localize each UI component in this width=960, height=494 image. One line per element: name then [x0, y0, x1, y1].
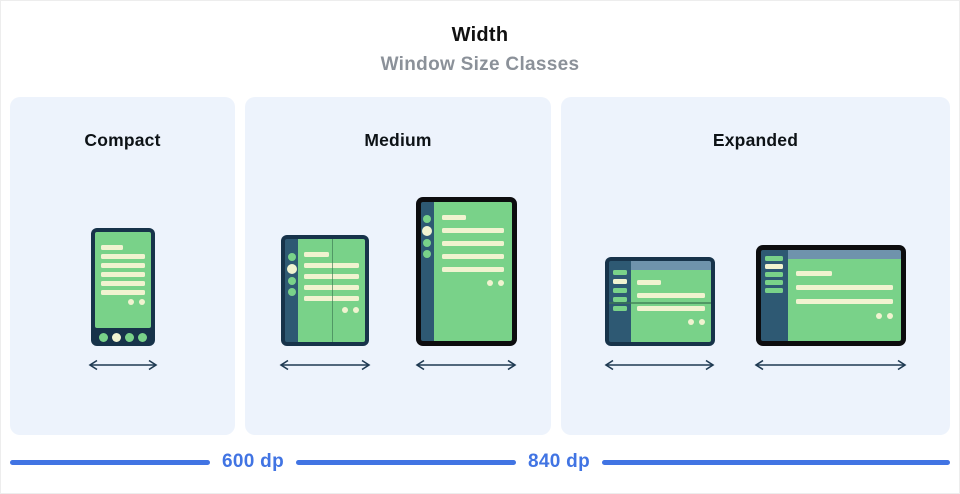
device-block-foldable-portrait [278, 235, 372, 371]
panel-medium-title: Medium [364, 130, 432, 150]
diagram-title: Width [451, 24, 509, 46]
diagram-header: Width Window Size Classes [0, 0, 960, 76]
nav-rail [285, 239, 298, 342]
menu-bar-icon [612, 288, 627, 293]
skeleton-line [441, 228, 504, 233]
tablet-landscape-device [755, 245, 906, 346]
skeleton-action-dots [796, 313, 893, 319]
menu-bar-icon [612, 270, 627, 275]
rail-dot-icon [423, 215, 431, 223]
menu-bar-icon [765, 272, 783, 277]
width-arrow-icon [279, 359, 371, 371]
skeleton-line [100, 263, 145, 268]
skeleton-line [100, 281, 145, 286]
diagram-subtitle: Window Size Classes [380, 54, 580, 75]
skeleton-line [636, 306, 705, 311]
menu-bar-active-icon [765, 264, 783, 269]
nav-dot-icon [137, 332, 147, 342]
width-arrow-icon [415, 359, 517, 371]
skeleton-action-dots [304, 307, 359, 313]
phone-navbar [95, 328, 151, 346]
panel-expanded-devices [561, 151, 950, 435]
device-block-foldable-landscape [603, 257, 716, 371]
phone-device [90, 228, 155, 346]
nav-drawer [760, 250, 788, 341]
panel-expanded: Expanded [561, 97, 950, 435]
fold-crease [331, 239, 333, 342]
breakpoint-600dp-label: 600 dp [222, 451, 284, 472]
menu-bar-icon [612, 297, 627, 302]
panel-compact: Compact [10, 97, 235, 435]
skeleton-action-dots [637, 319, 705, 325]
skeleton-line [100, 272, 145, 277]
skeleton-line [100, 254, 145, 259]
device-block-tablet-portrait [414, 197, 518, 371]
app-topbar [787, 250, 901, 259]
foldable-portrait-device [281, 235, 369, 346]
device-block-tablet-landscape [753, 245, 908, 371]
foldable-content [630, 270, 711, 342]
panel-expanded-title: Expanded [712, 130, 799, 150]
rail-dot-icon [423, 250, 431, 258]
nav-rail [420, 202, 434, 341]
skeleton-action-dots [442, 280, 504, 286]
menu-bar-active-icon [612, 279, 627, 284]
nav-dot-icon [98, 332, 108, 342]
tablet-main-pane [787, 250, 901, 341]
skeleton-action-dots [101, 299, 145, 305]
skeleton-line [441, 267, 504, 272]
menu-bar-icon [765, 288, 783, 293]
nav-drawer [608, 261, 631, 342]
menu-bar-icon [765, 256, 783, 261]
menu-bar-icon [765, 280, 783, 285]
skeleton-line [636, 280, 661, 285]
phone-screen [94, 232, 151, 328]
skeleton-line [795, 299, 893, 304]
width-arrow-icon [88, 359, 157, 371]
tablet-screen [433, 202, 512, 341]
rail-dot-icon [287, 288, 296, 296]
foldable-landscape-device [604, 257, 715, 346]
dp-breakpoint-ruler: 600 dp 840 dp [10, 449, 960, 475]
nav-dot-active-icon [111, 332, 121, 342]
breakpoint-840dp-label: 840 dp [528, 451, 590, 472]
ruler-line-segment [296, 459, 516, 465]
width-arrow-icon [604, 359, 715, 371]
skeleton-line [441, 254, 504, 259]
skeleton-line [100, 245, 123, 250]
foldable-main-pane [630, 261, 711, 342]
width-arrow-icon [754, 359, 907, 371]
panel-compact-devices [10, 151, 235, 435]
tablet-content [787, 259, 901, 341]
rail-dot-icon [287, 253, 296, 261]
foldable-screen [298, 239, 365, 342]
skeleton-line [636, 293, 705, 298]
skeleton-line [795, 271, 832, 276]
nav-dot-icon [124, 332, 134, 342]
ruler-line-segment [10, 459, 210, 465]
fold-crease [608, 302, 711, 304]
skeleton-line [304, 252, 329, 257]
device-block-phone [87, 228, 159, 371]
skeleton-line [441, 215, 466, 220]
rail-dot-active-icon [286, 264, 297, 274]
panel-medium: Medium [245, 97, 551, 435]
rail-dot-icon [423, 239, 431, 247]
menu-bar-icon [612, 306, 627, 311]
ruler-line-segment [602, 459, 950, 465]
rail-dot-active-icon [422, 226, 432, 236]
size-class-panels: Compact [10, 97, 950, 435]
skeleton-line [100, 290, 145, 295]
panel-compact-title: Compact [84, 130, 161, 150]
rail-dot-icon [287, 277, 296, 285]
tablet-portrait-device [415, 197, 517, 346]
panel-medium-devices [245, 151, 551, 435]
skeleton-line [441, 241, 504, 246]
skeleton-line [795, 285, 893, 290]
app-topbar [630, 261, 711, 270]
